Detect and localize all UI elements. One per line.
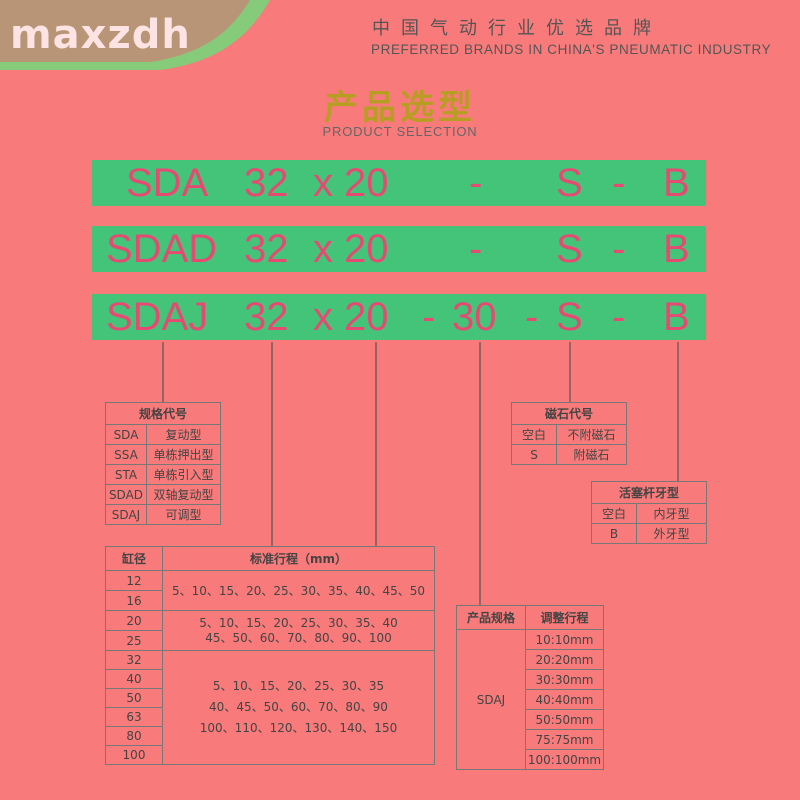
stroke-table: 缸径 标准行程（mm） 12 5、10、15、20、25、30、35、40、45… xyxy=(105,546,435,765)
code-magnet: S xyxy=(556,295,583,339)
code-dash: - xyxy=(422,295,436,339)
table-row: SDAJ 10:10mm xyxy=(456,629,604,770)
code-magnet: S xyxy=(556,161,583,205)
code-stroke: 20 xyxy=(344,295,389,339)
code-dash: - xyxy=(525,295,539,339)
code-rod: B xyxy=(663,295,690,339)
spec-table-title: 规格代号 xyxy=(105,402,221,425)
table-row: 25 xyxy=(105,630,435,651)
table-row: 80 xyxy=(105,726,435,746)
code-x: x xyxy=(313,161,333,205)
stroke-group-1: 5、10、15、20、25、30、35、40、45、50 xyxy=(162,570,435,611)
table-row: 30:30mm xyxy=(457,669,604,690)
code-x: x xyxy=(313,295,333,339)
code-bore: 32 xyxy=(244,227,289,271)
table-row: 空白内牙型 xyxy=(591,503,707,524)
model-header: 产品规格 xyxy=(456,605,526,630)
code-magnet: S xyxy=(556,227,583,271)
adjust-stroke-table: 产品规格 调整行程 SDAJ 10:10mm 20:20mm 30:30mm 4… xyxy=(456,605,604,770)
adjust-model: SDAJ xyxy=(456,629,526,770)
code-series: SDA xyxy=(126,161,209,205)
bore-header: 缸径 xyxy=(105,546,163,571)
logo-background xyxy=(0,0,270,70)
code-dash: - xyxy=(612,227,626,271)
table-row: 12 5、10、15、20、25、30、35、40、45、50 xyxy=(105,570,435,611)
rod-table-title: 活塞杆牙型 xyxy=(591,481,707,504)
table-row: 20:20mm xyxy=(457,649,604,670)
slogan-chinese: 中国气动行业优选品牌 xyxy=(372,18,662,39)
stroke-group-2: 5、10、15、20、25、30、35、40 45、50、60、70、80、90… xyxy=(162,610,435,651)
model-code-bar-sda: SDA 32 x 20 - S - B xyxy=(92,160,706,206)
code-x: x xyxy=(313,227,333,271)
code-stroke: 20 xyxy=(344,227,389,271)
code-dash: - xyxy=(469,161,483,205)
model-code-bar-sdad: SDAD 32 x 20 - S - B xyxy=(92,226,706,272)
code-series: SDAJ xyxy=(106,295,209,339)
code-rod: B xyxy=(663,227,690,271)
table-row: 40:40mm xyxy=(457,689,604,710)
page-title: 产品选型 xyxy=(324,88,476,128)
adjust-header: 调整行程 xyxy=(525,605,604,630)
table-row: 100 xyxy=(105,745,435,765)
page-subtitle: PRODUCT SELECTION xyxy=(322,124,478,139)
table-row: 20 5、10、15、20、25、30、35、40 45、50、60、70、80… xyxy=(105,610,435,651)
code-bore: 32 xyxy=(244,295,289,339)
code-dash: - xyxy=(469,227,483,271)
stroke-group-3: 5、10、15、20、25、30、35 40、45、50、60、70、80、90… xyxy=(162,650,435,765)
table-row: 100:100mm xyxy=(457,749,604,770)
table-row: 空白不附磁石 xyxy=(511,424,627,445)
code-dash: - xyxy=(612,295,626,339)
magnet-table-title: 磁石代号 xyxy=(511,402,627,425)
code-series: SDAD xyxy=(106,227,218,271)
code-stroke: 20 xyxy=(344,161,389,205)
slogan-english: PREFERRED BRANDS IN CHINA'S PNEUMATIC IN… xyxy=(371,42,772,57)
stroke-header: 标准行程（mm） xyxy=(162,546,435,571)
model-code-bar-sdaj: SDAJ 32 x 20 - 30 - S - B xyxy=(92,294,706,340)
code-dash: - xyxy=(612,161,626,205)
code-rod: B xyxy=(663,161,690,205)
code-adjust: 30 xyxy=(452,295,497,339)
table-row: 32 5、10、15、20、25、30、35 40、45、50、60、70、80… xyxy=(105,650,435,765)
code-bore: 32 xyxy=(244,161,289,205)
table-row: 50:50mm xyxy=(457,709,604,730)
brand-logo: maxzdh xyxy=(10,12,191,58)
